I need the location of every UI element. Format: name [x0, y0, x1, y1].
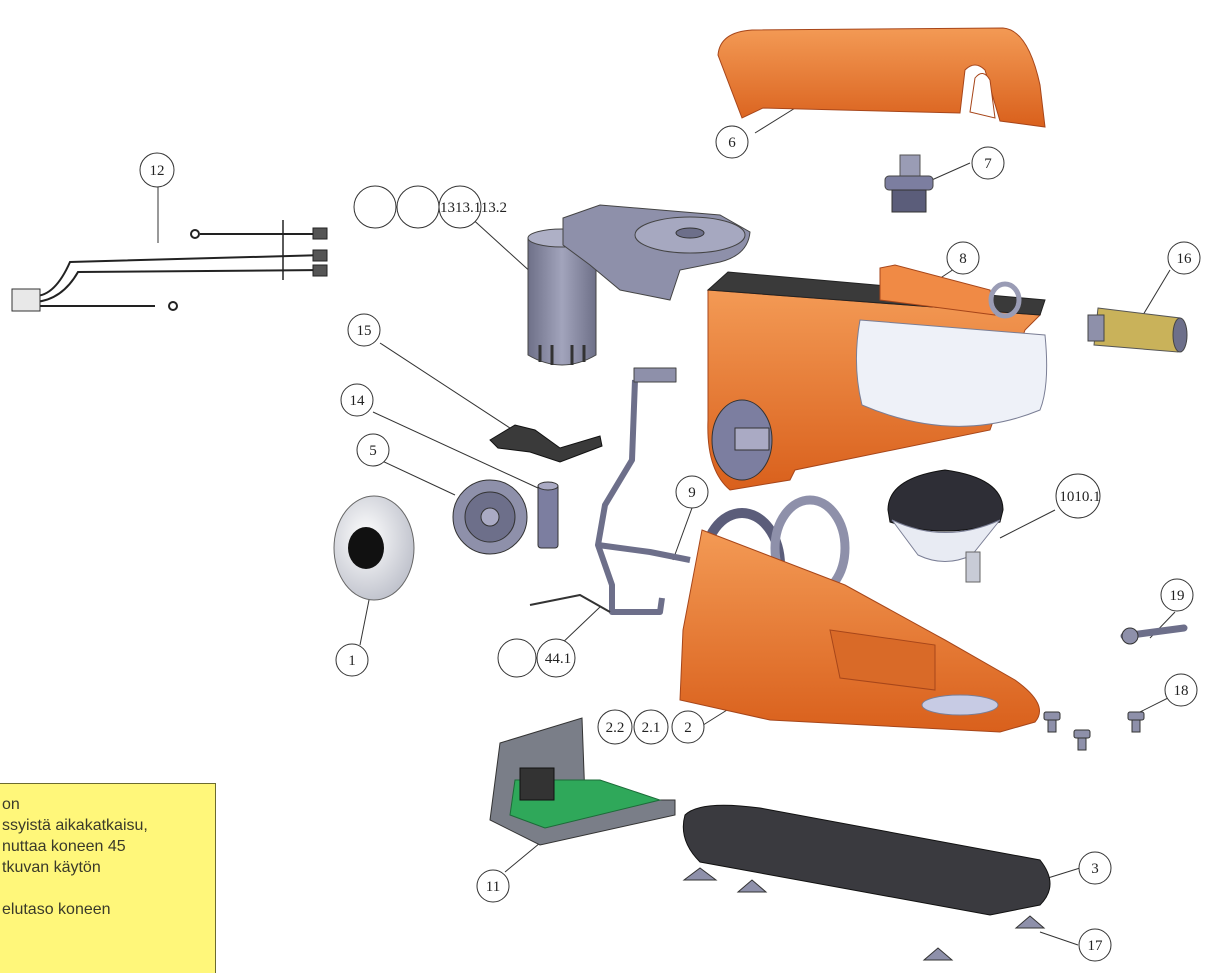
callout-6-label: 6 — [728, 135, 736, 151]
flange — [452, 479, 528, 555]
top-cover — [717, 27, 1046, 128]
sensor — [537, 481, 559, 549]
callout-18: 18 — [1164, 673, 1198, 707]
callout-9: 9 — [675, 475, 709, 509]
callout-3: 3 — [1078, 851, 1112, 885]
screws — [1043, 711, 1145, 751]
callout-14-label: 14 — [350, 393, 366, 409]
callout-2-2: 2.2 — [597, 709, 633, 745]
callout-4-label: 44.1 — [545, 651, 571, 667]
callout-4: 44.1 — [497, 638, 576, 678]
control-board — [489, 717, 676, 846]
callout-2-1-label: 2.1 — [642, 720, 661, 736]
note-spacer — [2, 878, 209, 899]
feet — [682, 867, 1046, 961]
callout-13: 1313.113.2 — [353, 185, 507, 229]
base-mat — [682, 804, 1051, 916]
motor-gearbox — [527, 204, 751, 366]
callout-6: 6 — [715, 125, 749, 159]
note-line-1: on — [2, 796, 20, 813]
callout-15-label: 15 — [357, 323, 372, 339]
callout-10-label: 1010.1 — [1059, 489, 1100, 505]
callout-3-label: 3 — [1091, 861, 1099, 877]
callout-11-label: 11 — [486, 879, 500, 895]
callout-17-label: 17 — [1088, 938, 1104, 954]
callout-7-label: 7 — [984, 156, 992, 172]
callout-7: 7 — [971, 146, 1005, 180]
callout-8-label: 8 — [959, 251, 967, 267]
callout-5-label: 5 — [369, 443, 377, 459]
callout-5: 5 — [356, 433, 390, 467]
callout-16-label: 16 — [1177, 251, 1193, 267]
callout-19-label: 19 — [1170, 588, 1185, 604]
main-housing — [706, 264, 1048, 491]
capacitor — [1087, 307, 1188, 353]
callout-15: 15 — [347, 313, 381, 347]
callout-14: 14 — [340, 383, 374, 417]
callout-13-label: 1313.113.2 — [440, 200, 507, 216]
callout-12-label: 12 — [150, 163, 165, 179]
callout-2-1: 2.1 — [633, 709, 669, 745]
callout-10: 1010.1 — [1055, 473, 1101, 519]
note-line-2: ssyistä aikakatkaisu, — [2, 817, 148, 834]
callout-2-label: 2 — [684, 720, 692, 736]
callout-19: 19 — [1160, 578, 1194, 612]
cable-harness — [11, 220, 328, 312]
callout-18-label: 18 — [1174, 683, 1189, 699]
callout-12: 12 — [139, 152, 175, 188]
callout-16: 16 — [1167, 241, 1201, 275]
callout-11: 11 — [476, 869, 510, 903]
lift-linkage — [529, 367, 691, 615]
callout-1-label: 1 — [348, 653, 356, 669]
callout-1: 1 — [335, 643, 369, 677]
timeout-note: on ssyistä aikakatkaisu, nuttaa koneen 4… — [0, 783, 216, 973]
callout-2-2-label: 2.2 — [606, 720, 625, 736]
note-line-4: tkuvan käytön — [2, 859, 101, 876]
note-line-3: nuttaa koneen 45 — [2, 838, 126, 855]
switch-bracket — [489, 424, 603, 463]
callout-8: 8 — [946, 241, 980, 275]
front-knob — [333, 495, 415, 601]
callout-17: 17 — [1078, 928, 1112, 962]
lever — [1120, 624, 1188, 645]
callout-2: 2 — [671, 710, 705, 744]
callout-9-label: 9 — [688, 485, 696, 501]
coupling — [884, 154, 934, 213]
note-line-6: elutaso koneen — [2, 901, 111, 918]
bowl-drive — [887, 469, 1004, 583]
base-housing — [679, 529, 1040, 733]
